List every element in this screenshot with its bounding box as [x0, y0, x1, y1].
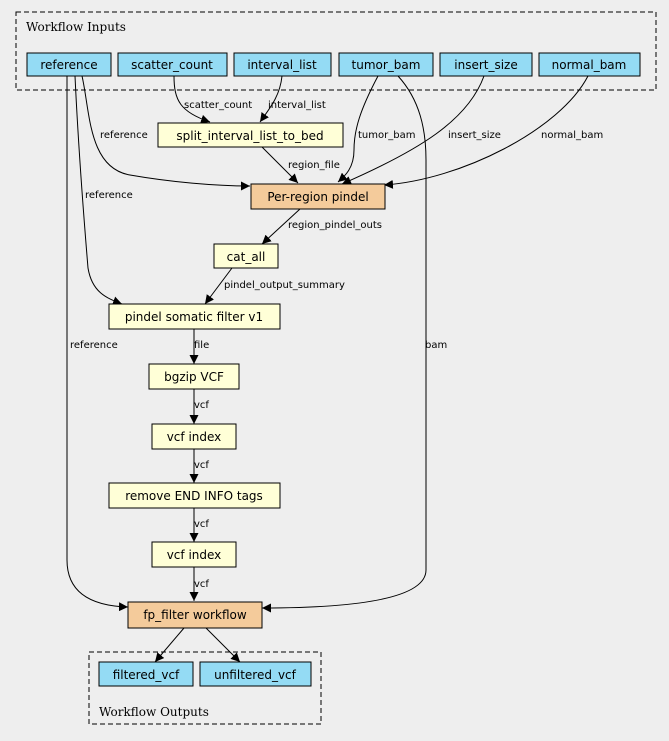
- edge-label-normal-bam: normal_bam: [541, 130, 603, 141]
- svg-text:interval_list: interval_list: [247, 58, 317, 72]
- node-per-region-pindel[interactable]: Per-region pindel: [250, 183, 386, 210]
- node-insert-size[interactable]: insert_size: [439, 52, 533, 77]
- svg-text:insert_size: insert_size: [454, 58, 517, 72]
- edge-label-vcf-2: vcf: [194, 460, 209, 471]
- svg-text:normal_bam: normal_bam: [552, 58, 627, 72]
- edge-scatter-count: [173, 75, 211, 124]
- svg-text:vcf index: vcf index: [167, 548, 222, 562]
- edge-reference-fp: [66, 76, 129, 612]
- edge-label-pindel-output-summary: pindel_output_summary: [224, 280, 345, 291]
- svg-text:unfiltered_vcf: unfiltered_vcf: [214, 668, 297, 682]
- node-normal-bam[interactable]: normal_bam: [538, 52, 641, 77]
- svg-text:bgzip VCF: bgzip VCF: [164, 370, 224, 384]
- workflow-outputs-cluster: Workflow Outputs: [88, 651, 322, 725]
- edge-label-tumor-bam: tumor_bam: [358, 130, 415, 141]
- svg-text:tumor_bam: tumor_bam: [352, 58, 421, 72]
- edge-region-file: [261, 146, 299, 184]
- edge-label-file: file: [194, 340, 209, 351]
- edge-label-region-pindel-outs: region_pindel_outs: [288, 220, 382, 231]
- workflow-inputs-cluster: Workflow Inputs: [15, 11, 657, 91]
- node-reference[interactable]: reference: [26, 52, 112, 77]
- edge-label-bam: bam: [425, 340, 447, 351]
- edges: scatter_count interval_list reference tu…: [66, 75, 603, 663]
- svg-text:pindel somatic filter v1: pindel somatic filter v1: [125, 310, 263, 324]
- edge-filtered-vcf: [154, 627, 185, 663]
- svg-text:cat_all: cat_all: [227, 250, 266, 264]
- edge-label-scatter-count: scatter_count: [184, 100, 252, 111]
- edge-label-interval-list: interval_list: [268, 100, 326, 111]
- edge-pindel-output-summary: [204, 267, 233, 305]
- edge-label-reference-filter: reference: [85, 190, 133, 201]
- node-tumor-bam[interactable]: tumor_bam: [338, 52, 434, 77]
- svg-text:scatter_count: scatter_count: [131, 58, 213, 72]
- node-unfiltered-vcf[interactable]: unfiltered_vcf: [199, 661, 312, 687]
- edge-normal-bam: [383, 75, 589, 189]
- node-cat-all[interactable]: cat_all: [213, 243, 279, 269]
- edge-label-vcf-1: vcf: [194, 400, 209, 411]
- node-filtered-vcf[interactable]: filtered_vcf: [98, 661, 194, 687]
- svg-text:vcf index: vcf index: [167, 430, 222, 444]
- node-vcf-index-2[interactable]: vcf index: [151, 541, 237, 568]
- node-vcf-index-1[interactable]: vcf index: [151, 423, 237, 450]
- workflow-outputs-label: Workflow Outputs: [99, 705, 209, 719]
- svg-text:remove END INFO tags: remove END INFO tags: [125, 489, 263, 503]
- svg-text:Per-region pindel: Per-region pindel: [267, 190, 368, 204]
- edge-label-vcf-3: vcf: [194, 519, 209, 530]
- edge-label-reference-pindel: reference: [100, 130, 148, 141]
- edge-reference-pindel: [81, 75, 251, 191]
- edge-tumor-bam: [337, 75, 379, 183]
- edge-reference-filter: [74, 75, 123, 306]
- svg-text:reference: reference: [40, 58, 97, 72]
- svg-text:filtered_vcf: filtered_vcf: [113, 668, 180, 682]
- edge-label-insert-size: insert_size: [448, 130, 501, 141]
- node-split-interval-list[interactable]: split_interval_list_to_bed: [157, 122, 344, 148]
- svg-text:fp_filter workflow: fp_filter workflow: [143, 608, 247, 622]
- node-scatter-count[interactable]: scatter_count: [117, 52, 228, 77]
- node-pindel-somatic-filter[interactable]: pindel somatic filter v1: [108, 303, 281, 330]
- node-fp-filter-workflow[interactable]: fp_filter workflow: [127, 601, 263, 629]
- edge-insert-size: [341, 75, 485, 185]
- workflow-inputs-label: Workflow Inputs: [26, 20, 126, 34]
- edge-interval-list: [259, 75, 283, 123]
- node-bgzip-vcf[interactable]: bgzip VCF: [148, 363, 240, 390]
- edge-region-pindel-outs: [261, 208, 301, 245]
- svg-text:split_interval_list_to_bed: split_interval_list_to_bed: [176, 129, 323, 143]
- node-interval-list[interactable]: interval_list: [233, 52, 332, 77]
- edge-label-vcf-4: vcf: [194, 579, 209, 590]
- edge-bam: [261, 75, 427, 613]
- edge-label-region-file: region_file: [288, 160, 340, 171]
- node-remove-end-info-tags[interactable]: remove END INFO tags: [108, 482, 281, 509]
- edge-unfiltered-vcf: [205, 627, 241, 663]
- edge-label-reference-fp: reference: [70, 340, 118, 351]
